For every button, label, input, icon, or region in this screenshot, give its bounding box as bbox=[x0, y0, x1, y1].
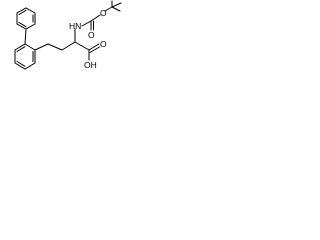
phenyl-ring-lower bbox=[14, 43, 36, 70]
bonds bbox=[14, 0, 122, 70]
o-tbu-bond bbox=[104, 6, 113, 12]
ch2-bond-1 bbox=[34, 43, 49, 51]
methyl-2 bbox=[111, 6, 121, 12]
atom-labels: HN O O O OH bbox=[69, 8, 107, 70]
methyl-3 bbox=[111, 2, 122, 8]
label-oh: OH bbox=[84, 60, 97, 70]
biaryl-bond bbox=[24, 28, 27, 45]
acid-co-bond bbox=[88, 43, 100, 51]
phenyl-ring-upper bbox=[16, 7, 36, 30]
label-nh: HN bbox=[69, 21, 81, 31]
structure-diagram: HN O O O OH bbox=[0, 0, 139, 122]
molecule-drawing: HN O O O OH bbox=[14, 0, 122, 70]
alpha-acid-bond bbox=[74, 41, 90, 51]
acid-co-bond-2 bbox=[89, 46, 100, 53]
n-carbonyl-bond bbox=[81, 20, 92, 27]
label-o-carbonyl: O bbox=[88, 30, 95, 40]
carbamate-o-bond bbox=[90, 14, 101, 22]
ch2-bond-2 bbox=[47, 43, 63, 51]
label-o-acid-carbonyl: O bbox=[100, 39, 107, 49]
label-o-carbamate: O bbox=[100, 8, 107, 18]
ch2-alpha-bond bbox=[61, 41, 76, 51]
